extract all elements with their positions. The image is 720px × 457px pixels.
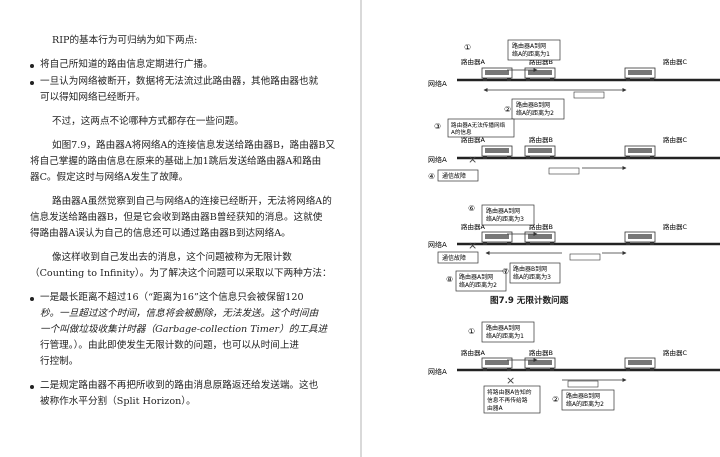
paragraph-infinity-line1: 像这样收到自己发出去的消息，这个问题被称为无限计数 — [52, 252, 292, 263]
label-router-c: 路由器C — [663, 135, 688, 144]
message-text: 路由器A无法传播网络 — [451, 121, 506, 129]
bullet-dot — [30, 64, 34, 68]
step-number: ⑥ — [468, 204, 475, 213]
paragraph-infinity-line2: （Counting to Infinity）。为了解决这个问题可以采取以下两种方… — [30, 268, 332, 279]
message-text: 路由器A到网 — [512, 42, 546, 50]
step-number: ① — [468, 327, 475, 336]
packet — [567, 380, 599, 388]
bullet-2-line1: 一旦认为网络被断开，数据将无法流过此路由器，其他路由器也就 — [40, 76, 319, 87]
paragraph-problem: 不过，这两点不论哪种方式都存在一些问题。 — [52, 116, 244, 127]
bullet-dot — [30, 81, 34, 85]
figure-7-9-diagram: 网络A 路由器A 路由器B 路由器C ① 路由器A到网 络A的距离为1 ② 路由… — [428, 39, 720, 414]
step-number: ③ — [434, 122, 441, 131]
paragraph-router-line1: 路由器A虽然觉察到自己与网络A的连接已经断开，无法将网络A的 — [52, 196, 332, 207]
bullet-3-line2: 秒。一旦超过这个时间，信息将会被删除，无法发送。这个时间由 — [40, 308, 319, 319]
panel-4: 网络A 路由器A 路由器B 路由器C ① 路由器A到网 络A的距离为1 × 将路… — [428, 321, 720, 414]
message-box — [447, 118, 515, 138]
paragraph-fig-line2: 将自己掌握的路由信息在原来的基础上加1跳后发送给路由器A和路由 — [30, 156, 322, 167]
message-box — [455, 270, 507, 292]
step-number: ⑧ — [446, 275, 453, 284]
message-text: 通信故障 — [442, 254, 466, 262]
label-router-a: 路由器A — [461, 222, 486, 231]
message-text: 络A的距离为3 — [486, 215, 524, 223]
message-box — [561, 389, 615, 411]
bullet-1: 将自己所知道的路由信息定期进行广播。 — [40, 59, 213, 70]
x-mark: × — [468, 239, 477, 252]
bullet-3-line5: 行控制。 — [40, 356, 79, 367]
right-page: 网络A 路由器A 路由器B 路由器C ① 路由器A到网 络A的距离为1 ② 路由… — [362, 0, 720, 457]
message-box — [437, 169, 479, 182]
packet — [548, 167, 580, 175]
label-network-a: 网络A — [428, 367, 447, 376]
message-text: 络A的距离为2 — [566, 400, 604, 408]
x-mark: × — [468, 153, 477, 166]
label-router-c: 路由器C — [663, 222, 688, 231]
message-text: 由器A — [487, 404, 503, 412]
label-network-a: 网络A — [428, 79, 447, 88]
message-text: 将路由器A告知的 — [487, 388, 532, 396]
step-number: ④ — [428, 172, 435, 181]
message-text: 络A的距离为2 — [459, 281, 497, 289]
message-box — [483, 385, 541, 414]
message-text: 路由器A到网 — [486, 324, 520, 332]
label-router-c: 路由器C — [663, 57, 688, 66]
message-text: 路由器A到网 — [486, 207, 520, 215]
step-number: ① — [464, 43, 471, 52]
label-router-a: 路由器A — [461, 135, 486, 144]
message-text: 络A的距离为1 — [512, 50, 550, 58]
message-text: A的信息 — [451, 128, 472, 136]
label-router-b: 路由器B — [529, 222, 553, 231]
label-network-a: 网络A — [428, 240, 447, 249]
message-text: 络A的距离为2 — [516, 109, 554, 117]
bullet-4-line1: 二是规定路由器不再把所收到的路由消息原路返还给发送端。这也 — [40, 380, 319, 391]
bullet-2-line2: 可以得知网络已经断开。 — [40, 92, 146, 103]
book-spine — [360, 0, 362, 457]
message-box — [481, 321, 535, 343]
panel-1: 网络A 路由器A 路由器B 路由器C ① 路由器A到网 络A的距离为1 ② 路由… — [428, 39, 720, 120]
left-page: RIP的基本行为可归纳为如下两点: 将自己所知道的路由信息定期进行广播。 一旦认… — [30, 35, 336, 407]
packet — [569, 253, 601, 261]
label-router-a: 路由器A — [461, 348, 486, 357]
message-text: 路由器B到网 — [513, 265, 547, 273]
message-box — [437, 251, 479, 264]
label-router-c: 路由器C — [663, 348, 688, 357]
message-text: 路由器B到网 — [566, 392, 600, 400]
x-mark: × — [506, 374, 515, 387]
bullet-dot — [30, 385, 34, 389]
bullet-3-line4: 行管理。）。由此即使发生无限计数的问题，也可以从时间上进 — [40, 340, 300, 351]
paragraph-intro: RIP的基本行为可归纳为如下两点: — [52, 35, 198, 46]
paragraph-router-line3: 得路由器A误认为自己的信息还可以通过路由器B到达网络A。 — [30, 228, 291, 239]
message-box — [507, 39, 561, 61]
label-router-b: 路由器B — [529, 348, 553, 357]
label-router-b: 路由器B — [529, 135, 553, 144]
message-text: 通信故障 — [442, 172, 466, 180]
label-router-b: 路由器B — [529, 57, 553, 66]
bullet-3-line1: 一是最长距离不超过16（“距离为16”这个信息只会被保留120 — [40, 292, 304, 303]
message-text: 路由器B到网 — [516, 101, 550, 109]
figure-caption: 图7.9 无限计数问题 — [490, 296, 569, 306]
paragraph-fig-line1: 如图7.9，路由器A将网络A的连接信息发送给路由器B，路由器B又 — [52, 140, 336, 151]
message-text: 络A的距离为3 — [513, 273, 551, 281]
panel-2: 网络A 路由器A 路由器B 路由器C ③ 路由器A无法传播网络 A的信息 × ④… — [428, 118, 720, 182]
step-number: ⑦ — [502, 267, 509, 276]
panel-3: 网络A 路由器A 路由器B 路由器C ⑥ 路由器A到网 络A的距离为3 × 通信… — [428, 204, 720, 292]
step-number: ② — [552, 395, 559, 404]
label-router-a: 路由器A — [461, 57, 486, 66]
message-text: 信息不再传给路 — [487, 396, 528, 404]
step-number: ② — [504, 105, 511, 114]
message-box — [481, 204, 535, 226]
message-text: 络A的距离为1 — [486, 332, 524, 340]
paragraph-router-line2: 信息发送给路由器B，但是它会收到路由器B曾经获知的消息。这就使 — [30, 212, 323, 223]
bullet-3-line3: 一个叫做垃圾收集计时器（Garbage-collection Timer）的工具… — [40, 324, 328, 335]
bullet-4-line2: 被称作水平分割（Split Horizon）。 — [40, 396, 196, 407]
bullet-dot — [30, 297, 34, 301]
message-box — [511, 98, 565, 120]
message-box — [509, 262, 561, 284]
paragraph-fig-line3: 器C。假定这时与网络A发生了故障。 — [30, 172, 189, 183]
packet — [573, 91, 605, 99]
message-text: 路由器A到网 — [459, 273, 493, 281]
label-network-a: 网络A — [428, 155, 447, 164]
